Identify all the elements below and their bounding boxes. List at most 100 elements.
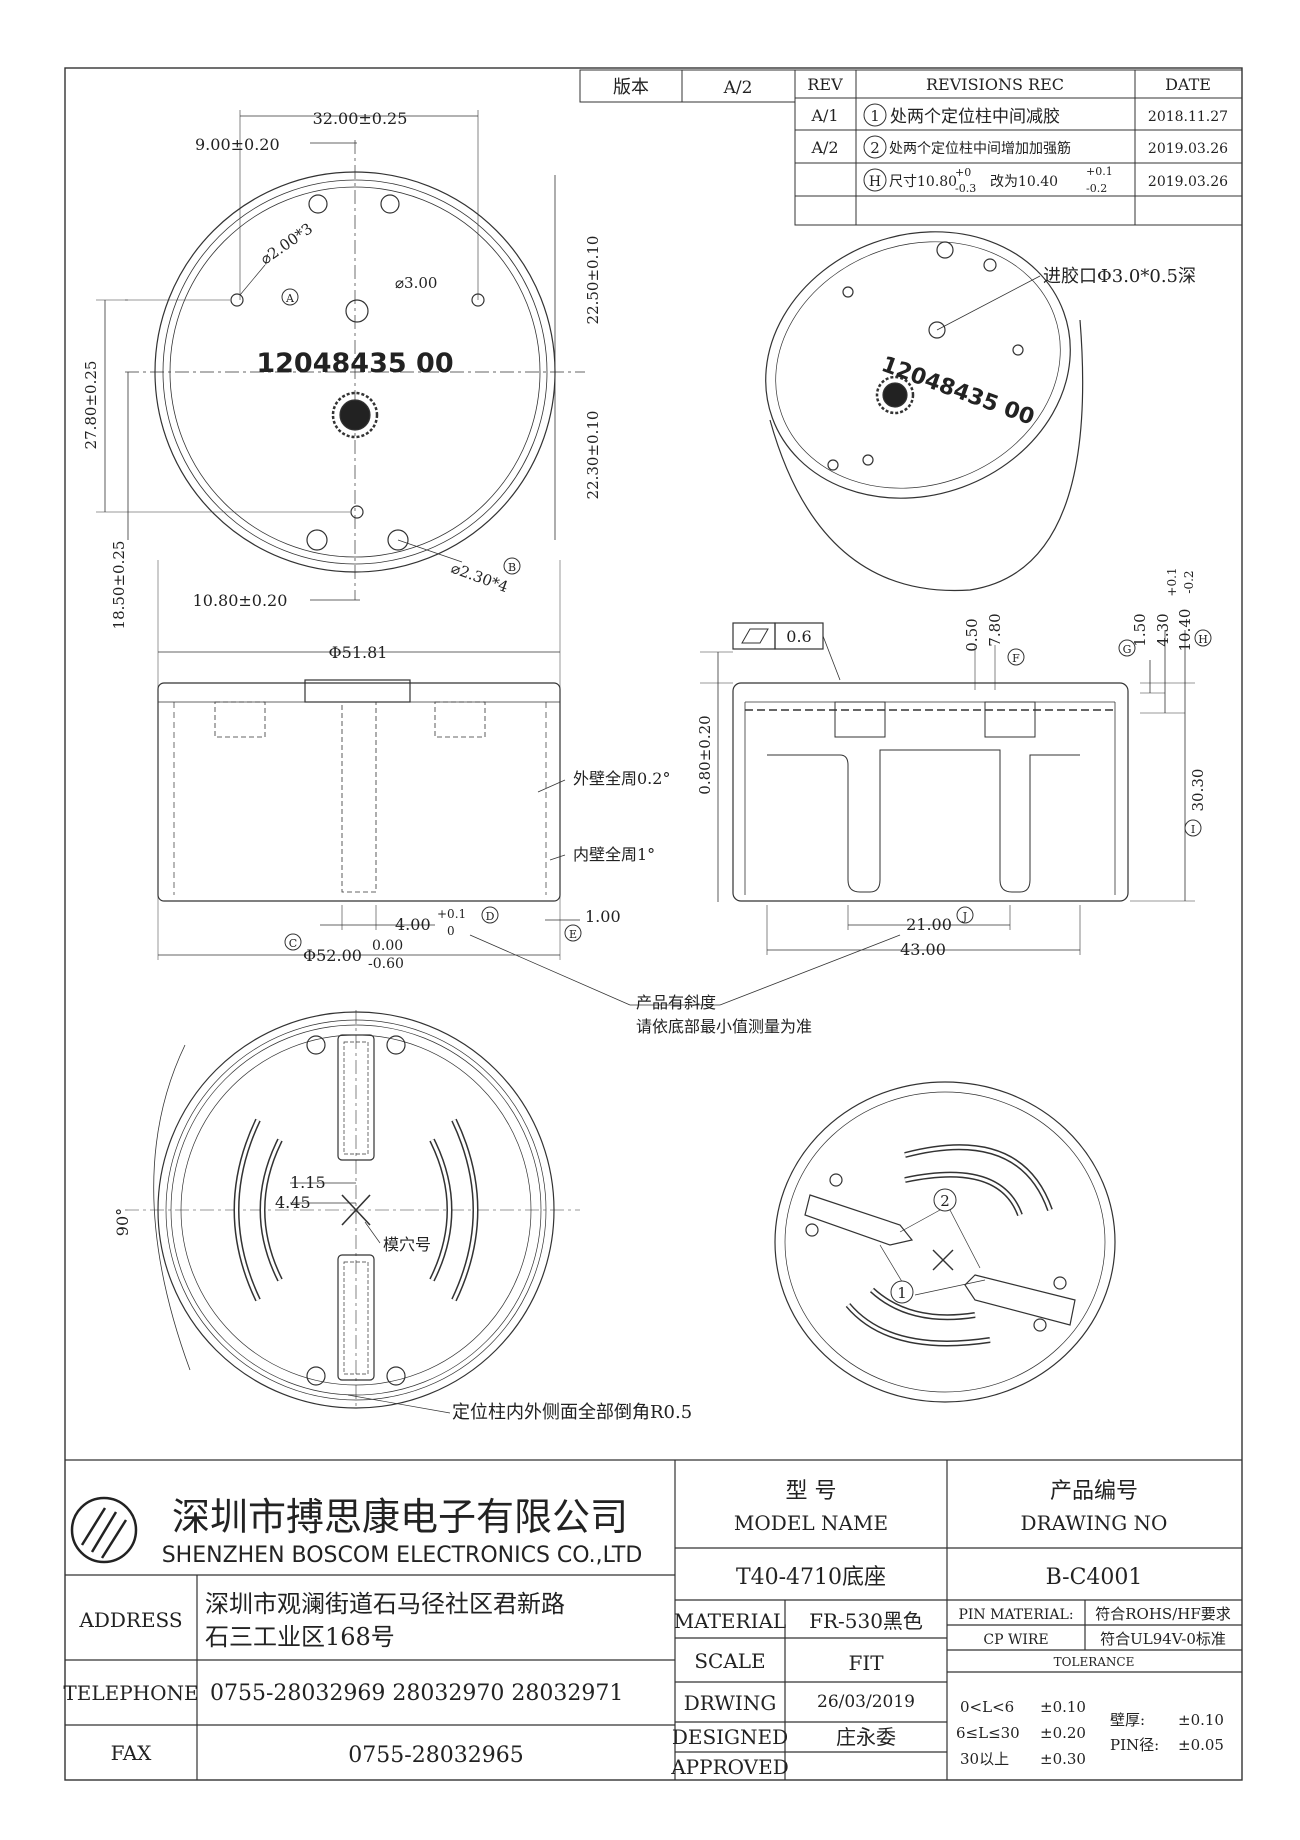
slope-note-line1: 产品有斜度: [636, 993, 716, 1012]
dim-4-45: 4.45: [275, 1193, 311, 1212]
marker-j: J: [962, 910, 967, 923]
model-value: T40-4710底座: [736, 1565, 886, 1590]
pin-material-value: CP WIRE: [983, 1632, 1048, 1648]
tol-row2-value: ±0.20: [1040, 1724, 1086, 1742]
marker-f: F: [1012, 652, 1020, 665]
fax: 0755-28032965: [348, 1743, 523, 1768]
dim-1: 1.00: [585, 907, 621, 926]
dim-1-15: 1.15: [290, 1173, 326, 1192]
bottom-iso-view: [774, 1081, 1116, 1403]
wall-value: ±0.10: [1178, 1711, 1224, 1729]
rev-row3-tol-a-dn: -0.3: [955, 182, 976, 195]
dim-4-tol-up: +0.1: [437, 907, 466, 921]
dim-52: Φ52.00: [303, 946, 362, 965]
version-label: 版本: [613, 77, 649, 98]
marker-b: B: [508, 561, 516, 574]
rev-marker-2-icon: [863, 135, 887, 159]
marker-a-icon: [281, 288, 299, 306]
marker-f-icon: [1007, 648, 1025, 666]
rev-col-header: REV: [807, 75, 843, 94]
marker-b-icon: [503, 557, 521, 575]
marker-c: C: [289, 937, 297, 950]
tolerance-label: TOLERANCE: [1054, 1655, 1135, 1669]
ul-note: 符合UL94V-0标准: [1100, 1630, 1226, 1648]
dim-52-tol-dn: -0.60: [368, 956, 404, 972]
tol-row1-range: 0<L<6: [960, 1698, 1014, 1716]
dim-32: 32.00±0.25: [313, 109, 408, 128]
bottom-iso-marker-2-icon: [933, 1188, 957, 1212]
top-part-number: 12048435 00: [256, 348, 453, 379]
bottom-iso-marker-1: 1: [897, 1284, 907, 1302]
rev-row1-text: 处两个定位柱中间减胶: [890, 107, 1060, 127]
bottom-iso-marker-2: 2: [940, 1192, 950, 1210]
rev-row1-rev: A/1: [810, 106, 838, 125]
drwing-value: 26/03/2019: [817, 1692, 915, 1712]
rev-row2-date: 2019.03.26: [1148, 141, 1228, 157]
rev-row2-marker: 2: [870, 139, 880, 157]
company-logo: [70, 1496, 138, 1564]
designed-label: DESIGNED: [672, 1725, 788, 1749]
drawing-value: B-C4001: [1046, 1565, 1143, 1590]
scale-label: SCALE: [694, 1649, 765, 1673]
rev-row1-marker: 1: [870, 107, 880, 125]
marker-c-icon: [284, 933, 302, 951]
flatness-value: 0.6: [786, 627, 811, 646]
slope-note-line2: 请依底部最小值测量为准: [636, 1017, 812, 1036]
dim-21: 21.00: [906, 915, 952, 934]
section-view: [700, 622, 1195, 955]
tol-row1-value: ±0.10: [1040, 1698, 1086, 1716]
marker-h: H: [1198, 633, 1208, 646]
model-label-cn: 型 号: [786, 1479, 837, 1504]
rev-row3-tol-b-up: +0.1: [1086, 165, 1113, 178]
marker-g: G: [1123, 643, 1132, 656]
gate-note: 进胶口Φ3.0*0.5深: [1043, 266, 1196, 287]
marker-d-icon: [481, 906, 499, 924]
dim-43: 43.00: [900, 940, 946, 959]
dim-4-tol-dn: 0: [447, 924, 455, 938]
dim-1-50: 1.50: [1131, 613, 1149, 646]
bottom-view: [125, 1010, 580, 1414]
dim-7-80: 7.80: [986, 613, 1004, 646]
scale-value: FIT: [848, 1651, 884, 1675]
marker-i: I: [1191, 823, 1195, 836]
drwing-label: DRWING: [684, 1691, 777, 1715]
dim-4-30: 4.30: [1154, 613, 1172, 646]
marker-e-icon: [564, 924, 582, 942]
drawing-label-en: DRAWING NO: [1021, 1511, 1168, 1535]
revrec-col-header: REVISIONS REC: [926, 75, 1064, 94]
dim-10-40-up: +0.1: [1165, 567, 1179, 596]
title-block-grid: [65, 1459, 1242, 1780]
hole-center-dim: ⌀3.00: [395, 274, 437, 292]
rev-row3-text: 尺寸10.80: [889, 174, 957, 190]
dim-30-30: 30.30: [1189, 769, 1207, 812]
approved-label: APPROVED: [670, 1755, 789, 1779]
material-value: FR-530黑色: [809, 1609, 923, 1633]
revision-block: [579, 69, 1243, 226]
rev-marker-1-icon: [863, 103, 887, 127]
marker-h-icon: [1194, 629, 1212, 647]
rev-row2-text: 处两个定位柱中间增加加强筋: [889, 140, 1071, 157]
marker-e: E: [569, 928, 577, 941]
dim-51-81: Φ51.81: [329, 643, 388, 662]
dim-18-50: 18.50±0.25: [110, 541, 128, 630]
dim-10-40: 10.40: [1176, 609, 1194, 652]
bottom-iso-marker-1-icon: [890, 1280, 914, 1304]
fax-label: FAX: [111, 1741, 153, 1765]
rev-row3-date: 2019.03.26: [1148, 174, 1228, 190]
hole-a-dim: ⌀2.00*3: [257, 219, 316, 268]
marker-g-icon: [1118, 639, 1136, 657]
designed-value: 庄永委: [836, 1725, 896, 1749]
rev-row3-tol-a-up: +0: [955, 166, 971, 179]
rev-row3-text-mid: 改为10.40: [990, 174, 1058, 190]
marker-d: D: [486, 910, 495, 923]
inner-wall-note: 内壁全周1°: [573, 845, 655, 864]
bottom-angle: 90°: [113, 1208, 132, 1236]
model-label-en: MODEL NAME: [734, 1511, 888, 1535]
pin-dia-label: PIN径:: [1110, 1736, 1159, 1754]
version-value: A/2: [723, 78, 753, 98]
pin-material-label: PIN MATERIAL:: [958, 1607, 1073, 1623]
rohs-note: 符合ROHS/HF要求: [1095, 1605, 1231, 1623]
tol-row3-value: ±0.30: [1040, 1750, 1086, 1768]
telephone-label: TELEPHONE: [63, 1681, 198, 1705]
